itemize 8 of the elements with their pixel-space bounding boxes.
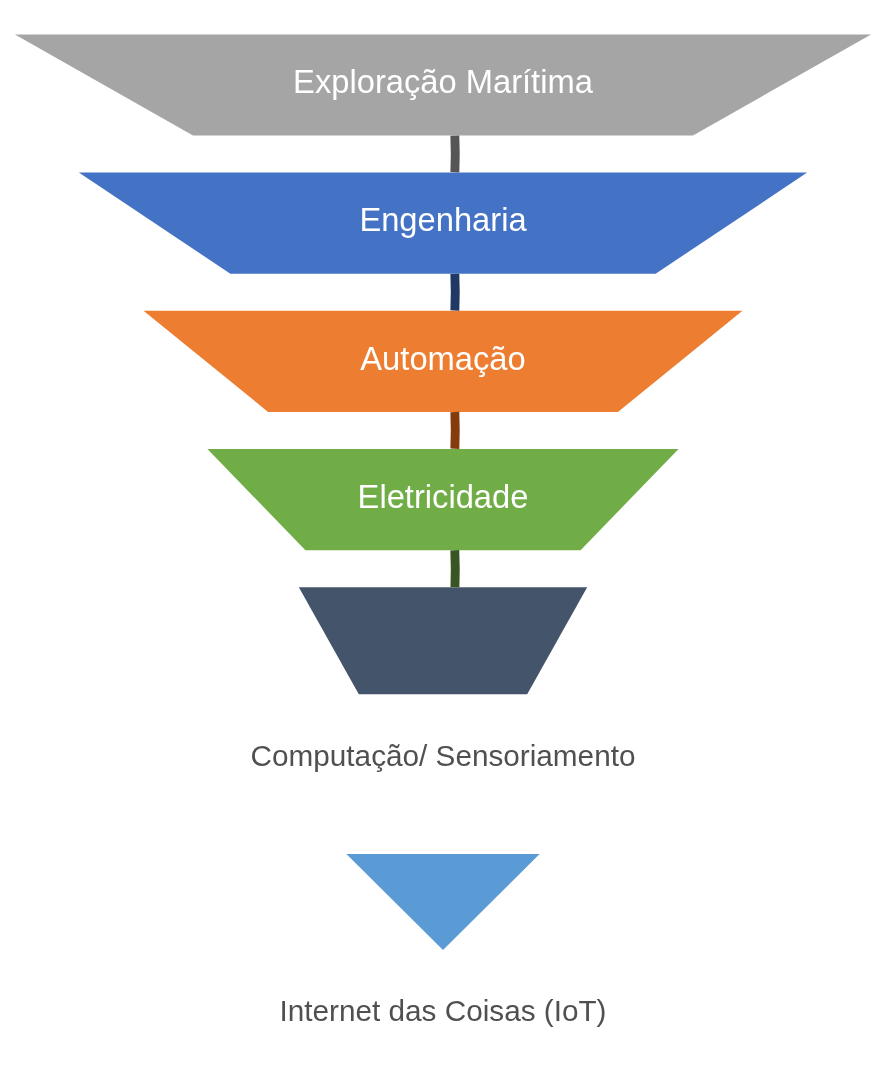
node-triangle <box>345 853 540 950</box>
connector <box>449 549 460 587</box>
connector <box>449 273 460 311</box>
node-label: Internet das Coisas (IoT) <box>278 993 607 1027</box>
connector <box>449 411 460 449</box>
node-label: Computação/ Sensoriamento <box>250 738 635 772</box>
node-trapezium <box>298 586 587 694</box>
connector <box>449 134 460 172</box>
